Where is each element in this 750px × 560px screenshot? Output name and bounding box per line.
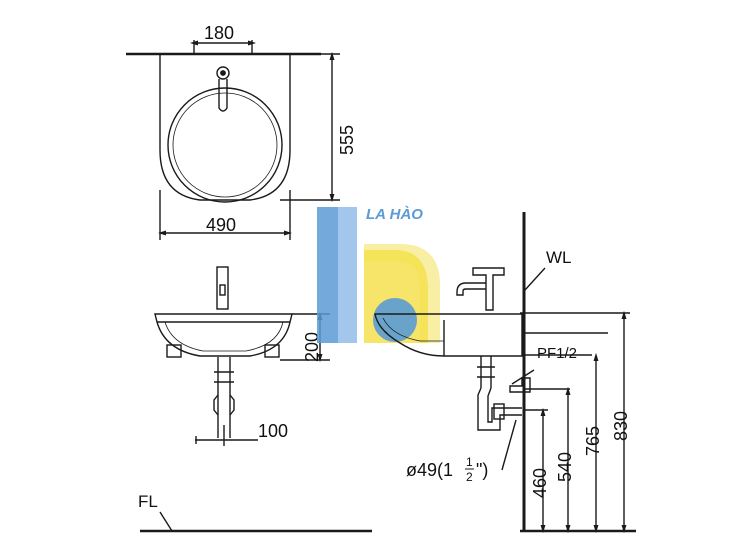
dim-555-label: 555 [337, 125, 357, 155]
watermark-blue-dot [373, 298, 417, 342]
top-bowl-circle [167, 87, 283, 203]
front-basin-bowl [156, 321, 291, 357]
dim-490-label: 490 [206, 215, 236, 235]
front-bracket-right [264, 344, 280, 358]
side-drain-nut [493, 403, 505, 420]
front-faucet-icon [216, 266, 229, 310]
floor-marker [140, 511, 372, 533]
pf-leader [511, 369, 535, 385]
front-view [154, 266, 330, 446]
drain-fraction-den: 2 [466, 470, 473, 484]
front-basin-inner [164, 321, 284, 352]
top-spout-icon [218, 79, 228, 112]
side-basin-bowl [382, 317, 444, 342]
top-faucet-icon [216, 66, 230, 80]
wall-label: WL [546, 248, 572, 267]
front-basin-rim [154, 313, 293, 323]
watermark-blue-bar-light [338, 207, 357, 343]
top-faucet-center [220, 70, 226, 76]
supply-label: PF1/2 [537, 345, 577, 362]
dim-830-label: 830 [611, 411, 631, 441]
side-faucet-icon [472, 267, 505, 311]
floor-leader [159, 511, 173, 532]
watermark-logo [317, 207, 440, 343]
front-drain-pipe [214, 357, 234, 438]
wall-label-leader [524, 267, 546, 291]
front-faucet-lever [219, 284, 226, 296]
dim-460-label: 460 [530, 468, 550, 498]
side-supply-valve [509, 377, 531, 393]
top-view [126, 40, 340, 240]
dim-100-label: 100 [258, 421, 288, 441]
top-bowl-inner [172, 92, 278, 198]
drain-fraction-num: 1 [466, 455, 473, 469]
drain-close: ") [476, 460, 488, 480]
side-drain-pipe [477, 356, 495, 388]
top-basin-outline [159, 54, 291, 201]
floor-label: FL [138, 492, 158, 511]
side-spout-icon [456, 282, 486, 296]
drain-label: ø49(1 [406, 460, 453, 480]
drain-size-label: ø49(1 1 2 ") [406, 455, 488, 484]
dim-765-label: 765 [583, 426, 603, 456]
watermark-text: LA HÀO [366, 206, 423, 223]
dim-180-label: 180 [204, 23, 234, 43]
front-bracket-left [166, 344, 182, 358]
front-drain-trap [213, 394, 235, 416]
dim-540-label: 540 [555, 452, 575, 482]
drain-leader [501, 419, 517, 471]
side-view [374, 212, 636, 534]
